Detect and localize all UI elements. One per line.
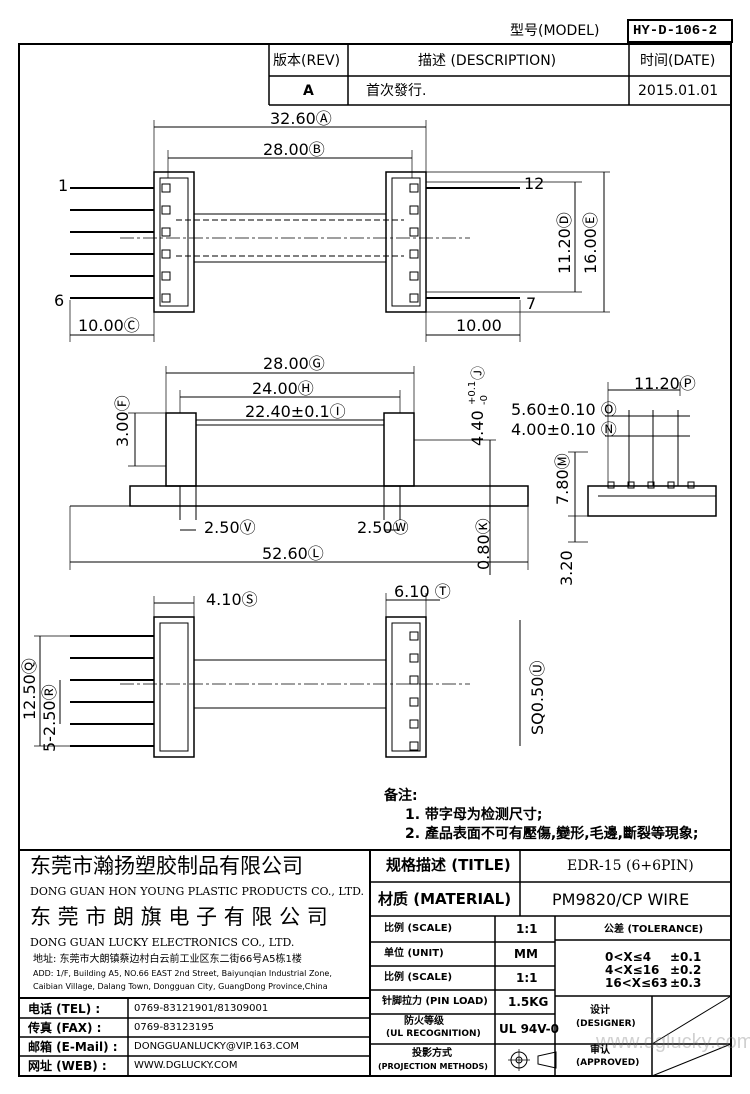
unit-value: MM	[514, 947, 538, 961]
proj-label-2: (PROJECTION METHODS)	[378, 1062, 488, 1071]
contact-fax-value: 0769-83123195	[134, 1022, 214, 1033]
address-en-1: ADD: 1/F, Building A5, NO.66 EAST 2nd St…	[33, 969, 332, 978]
dim-h: 24.00Ⓗ	[252, 379, 314, 398]
watermark: www.dglucky.com	[596, 1031, 750, 1053]
tol-2-value: ±0.2	[670, 963, 702, 977]
dim-f: 3.00Ⓕ	[113, 395, 132, 447]
top-view	[69, 120, 610, 342]
tol-1-value: ±0.1	[670, 950, 702, 964]
dim-n: 4.00±0.10 Ⓝ	[511, 420, 617, 439]
designer-label-2: (DESIGNER)	[576, 1019, 636, 1029]
dim-p: 11.20Ⓟ	[634, 374, 696, 393]
ul-label-2: (UL RECOGNITION)	[386, 1029, 481, 1039]
dim-w: 2.50Ⓦ	[357, 518, 409, 537]
dim-c: 10.00Ⓒ	[78, 316, 140, 335]
dim-o: 5.60±0.10 Ⓞ	[511, 400, 617, 419]
tol-2-range: 4<X≤16	[605, 963, 660, 977]
date-header: 时间(DATE)	[640, 53, 716, 69]
dim-j: 4.40	[468, 410, 487, 446]
sheet-border	[18, 43, 732, 1077]
dim-b: 28.00Ⓑ	[263, 140, 325, 159]
notes-title: 备注:	[384, 788, 418, 804]
company-name-1-en: DONG GUAN HON YOUNG PLASTIC PRODUCTS CO.…	[30, 885, 365, 898]
pinload-value: 1.5KG	[508, 995, 549, 1009]
projection-symbol-icon	[508, 1049, 557, 1071]
front-view	[69, 366, 529, 575]
title-label: 规格描述 (TITLE)	[386, 856, 511, 874]
dim-e: 16.00Ⓔ	[581, 212, 600, 274]
rev-header: 版本(REV)	[273, 53, 341, 69]
dim-m: 7.80Ⓜ	[553, 453, 572, 505]
contact-web-value: WWW.DGLUCKY.COM	[134, 1060, 238, 1071]
designer-label-1: 设计	[590, 1005, 610, 1016]
scale2-value: 1:1	[516, 971, 538, 985]
dim-i: 22.40±0.1Ⓘ	[245, 402, 346, 421]
pin-12-label: 12	[524, 174, 545, 193]
note-1: 1. 带字母为检测尺寸;	[405, 807, 543, 823]
unit-label: 单位 (UNIT)	[384, 948, 444, 959]
title-block-lines	[19, 849, 732, 1077]
desc-header: 描述 (DESCRIPTION)	[418, 53, 557, 69]
tol-3-range: 16<X≤63	[605, 976, 668, 990]
date-value: 2015.01.01	[638, 83, 719, 99]
contact-web-label: 网址 (WEB) :	[28, 1059, 107, 1073]
approved-label-1: 审认	[590, 1045, 610, 1056]
dim-j-tol-upper: +0.1	[467, 380, 478, 405]
pinload-label: 针脚拉力 (PIN LOAD)	[382, 996, 488, 1007]
address-cn: 地址: 东莞市大朗镇蔡边村白云前工业区东二街66号A5栋1楼	[33, 954, 302, 965]
tol-1-range: 0<X≤4	[605, 950, 652, 964]
pin-7-label: 7	[526, 294, 537, 313]
dim-right: 10.00	[456, 316, 502, 335]
dim-q: 12.50Ⓠ	[20, 658, 39, 720]
ul-label-1: 防火等级	[404, 1016, 444, 1027]
proj-label-1: 投影方式	[412, 1048, 452, 1059]
dim-320: 3.20	[557, 550, 576, 586]
approved-label-2: (APPROVED)	[576, 1058, 640, 1068]
dim-a: 32.60Ⓐ	[270, 109, 332, 128]
dim-j-tol-lower: -0	[479, 395, 490, 405]
material-value: PM9820/CP WIRE	[552, 890, 690, 909]
company-name-1-cn: 东莞市瀚扬塑胶制品有限公司	[30, 854, 303, 878]
address-en-2: Caibian Village, Dalang Town, Dongguan C…	[33, 982, 328, 991]
company-name-2-en: DONG GUAN LUCKY ELECTRONICS CO., LTD.	[30, 936, 295, 949]
dim-t: 6.10 Ⓣ	[394, 582, 451, 601]
pin-1-label: 1	[58, 176, 69, 195]
dim-sq: SQ0.50Ⓤ	[528, 660, 547, 735]
material-label: 材质 (MATERIAL)	[378, 890, 512, 908]
bottom-view	[34, 593, 521, 758]
dim-d: 11.20Ⓓ	[555, 212, 574, 274]
pin-6-label: 6	[54, 291, 65, 310]
tolerance-label: 公差 (TOLERANCE)	[604, 924, 704, 935]
desc-value: 首次發行.	[366, 83, 427, 99]
dim-r: 5-2.50Ⓡ	[40, 684, 59, 752]
dim-j-circle: Ⓙ	[471, 366, 487, 380]
title-value: EDR-15 (6+6PIN)	[567, 858, 694, 874]
ul-value: UL 94V-0	[499, 1022, 560, 1036]
side-view	[568, 382, 717, 543]
scale2-label: 比例 (SCALE)	[384, 972, 453, 983]
dim-v: 2.50Ⓥ	[204, 518, 256, 537]
scale-label: 比例 (SCALE)	[384, 923, 453, 934]
contact-email-label: 邮箱 (E-Mail) :	[28, 1040, 118, 1054]
revision-table	[268, 44, 731, 106]
scale-value: 1:1	[516, 922, 538, 936]
model-label: 型号(MODEL)	[510, 23, 600, 39]
dim-k: 0.80Ⓚ	[474, 518, 493, 570]
rev-value: A	[303, 83, 314, 99]
note-2: 2. 產品表面不可有壓傷,變形,毛邊,斷裂等現象;	[405, 826, 699, 842]
contact-tel-value: 0769-83121901/81309001	[134, 1003, 269, 1014]
contact-fax-label: 传真 (FAX) :	[28, 1021, 102, 1035]
company-name-2-cn: 东 莞 市 朗 旗 电 子 有 限 公 司	[30, 905, 328, 929]
dim-l: 52.60Ⓛ	[262, 544, 324, 563]
model-value: HY-D-106-2	[633, 23, 718, 39]
dim-s: 4.10Ⓢ	[206, 590, 258, 609]
model-box	[627, 19, 733, 43]
tol-3-value: ±0.3	[670, 976, 702, 990]
contact-email-value: DONGGUANLUCKY@VIP.163.COM	[134, 1041, 300, 1052]
contact-tel-label: 电话 (TEL) :	[28, 1002, 101, 1016]
dim-g: 28.00Ⓖ	[263, 354, 325, 373]
